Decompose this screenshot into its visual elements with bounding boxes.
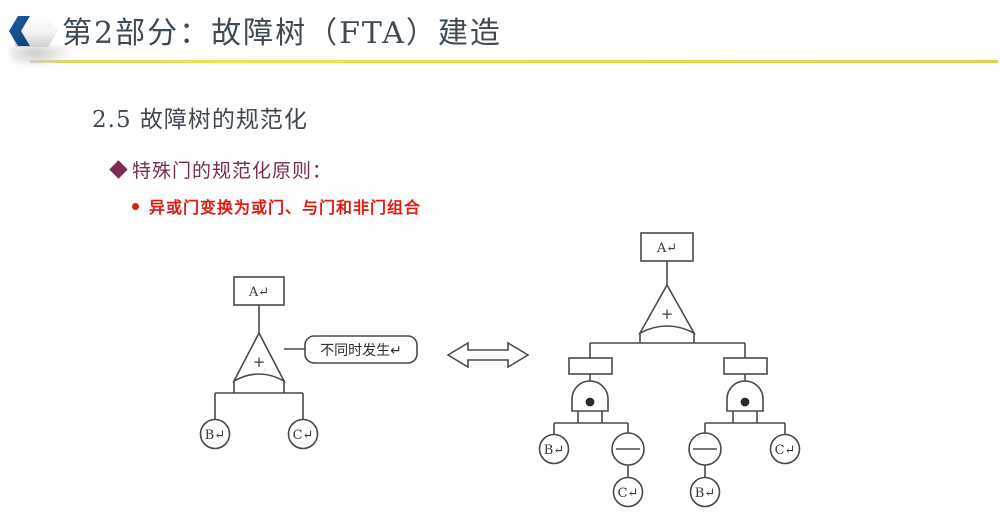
right-and-gate-left-dot (585, 397, 595, 407)
page-title: 第2部分：故障树（FTA）建造 (62, 16, 502, 51)
left-basic-event-b (199, 418, 231, 450)
right-negated-event-b (689, 476, 721, 508)
header-divider (30, 60, 998, 63)
bullet-level3-label: 异或门变换为或门、与门和非门组合 (149, 198, 422, 217)
left-annotation-label: 不同时发生↵ (320, 343, 402, 359)
left-basic-event-c (287, 418, 319, 450)
bullet-level3: 异或门变换为或门、与门和非门组合 (132, 194, 421, 218)
chevron-left-hexagon-icon (9, 15, 58, 47)
right-basic-event-c-right (769, 433, 801, 465)
right-intermediate-box-right (723, 357, 768, 375)
slide-header: 第2部分：故障树（FTA）建造 (0, 0, 1000, 68)
left-annotation-box (304, 335, 418, 364)
right-basic-event-c-right-label: C↵ (775, 443, 796, 458)
right-negated-event-c (612, 476, 644, 508)
diamond-bullet-icon (109, 160, 128, 179)
bullet-level2-label: 特殊门的规范化原则： (132, 160, 333, 182)
left-top-event-box (233, 276, 285, 306)
right-negated-event-b-label: B↵ (695, 486, 715, 501)
right-and-gate-right (726, 380, 764, 412)
left-basic-event-b-label: B↵ (205, 428, 225, 443)
right-basic-event-b-left-label: B↵ (544, 443, 564, 458)
right-basic-event-b-left (538, 433, 570, 465)
left-gate-symbol: + (253, 353, 266, 371)
right-or-gate (637, 283, 697, 335)
left-top-event-label: A↵ (248, 285, 269, 300)
equivalence-arrow-icon (446, 341, 530, 369)
right-intermediate-box-left (568, 357, 613, 375)
right-fault-tree (538, 232, 801, 508)
right-negated-event-c-label: C↵ (618, 486, 639, 501)
left-basic-event-c-label: C↵ (293, 428, 314, 443)
left-fault-tree (199, 276, 418, 450)
dot-bullet-icon (132, 202, 139, 210)
right-and-gate-left (571, 380, 609, 412)
fta-diagram-svg: A↵ + 不同时发生↵ B↵ C↵ A↵ + B↵ C↵ B↵ C↵ (199, 232, 801, 508)
right-top-gate-symbol: + (661, 305, 674, 323)
bullet-level2: 特殊门的规范化原则： (109, 156, 333, 183)
left-xor-gate (232, 331, 286, 384)
right-and-gate-right-dot (740, 397, 750, 407)
section-heading: 2.5 故障树的规范化 (92, 107, 308, 133)
right-top-event-label: A↵ (656, 241, 677, 256)
fta-diagram: A↵ + 不同时发生↵ B↵ C↵ A↵ + B↵ C↵ B↵ C↵ (0, 215, 1000, 523)
